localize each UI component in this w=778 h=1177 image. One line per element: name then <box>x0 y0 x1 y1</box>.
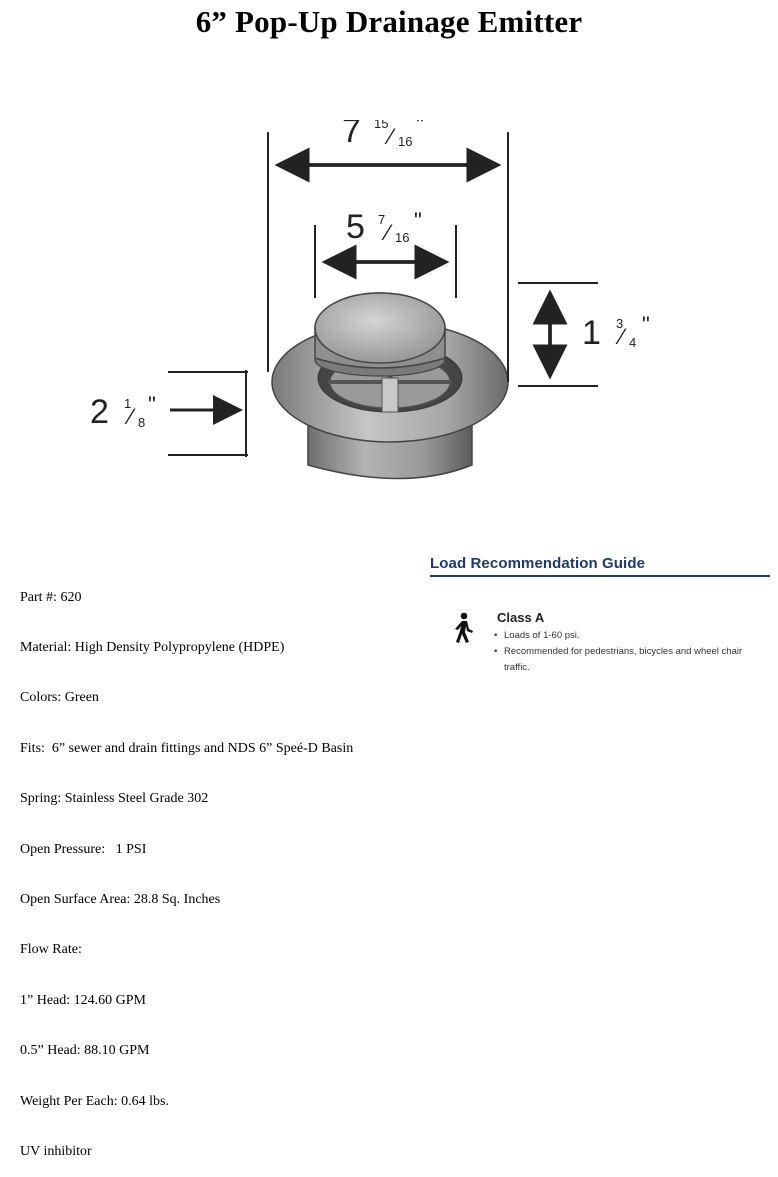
class-list: • Loads of 1-60 psi. • Recommended for p… <box>494 628 764 676</box>
load-guide: Load Recommendation Guide Class A • Load… <box>430 555 778 673</box>
pedestrian-icon <box>455 612 473 643</box>
svg-text:4: 4 <box>629 335 636 350</box>
svg-text:": " <box>148 392 156 417</box>
spec-line: Open Pressure: 1 PSI <box>20 841 147 857</box>
class-title: Class A <box>497 610 545 625</box>
svg-text:7: 7 <box>378 212 385 227</box>
spec-list: Part #: 620 Material: High Density Polyp… <box>20 556 353 1177</box>
top-width-dimension: 5 7 ⁄ 16 " <box>314 208 457 298</box>
svg-text:1: 1 <box>124 396 131 411</box>
spec-line: Open Surface Area: 28.8 Sq. Inches <box>20 891 221 907</box>
svg-text:16: 16 <box>398 134 412 149</box>
spec-line: Weight Per Each: 0.64 lbs. <box>20 1093 169 1109</box>
svg-text:1: 1 <box>582 314 601 352</box>
list-item: • Recommended for pedestrians, bicycles … <box>494 644 764 676</box>
svg-text:3: 3 <box>616 316 623 331</box>
base-height-dimension: 2 1 ⁄ 8 " <box>90 370 248 457</box>
svg-text:16: 16 <box>395 230 409 245</box>
spec-line: Part #: 620 <box>20 589 82 605</box>
list-item: • Loads of 1-60 psi. <box>494 628 764 644</box>
spec-line: Spring: Stainless Steel Grade 302 <box>20 791 209 807</box>
emitter-diagram: 7 15 ⁄ 16 " 5 7 ⁄ 16 " 1 3 ⁄ 4 " 2 1 ⁄ <box>90 120 650 480</box>
spec-line: 1” Head: 124.60 GPM <box>20 992 146 1008</box>
bullet: • <box>494 630 498 641</box>
spec-line: 0.5” Head: 88.10 GPM <box>20 1043 150 1059</box>
svg-text:": " <box>416 120 424 137</box>
list-item-text: Loads of 1-60 psi. <box>504 630 580 641</box>
spec-line: Flow Rate: <box>20 942 82 958</box>
spec-line: Material: High Density Polypropylene (HD… <box>20 639 285 655</box>
bullet: • <box>494 646 498 657</box>
svg-text:": " <box>642 312 650 337</box>
svg-text:5: 5 <box>346 208 365 246</box>
emitter-body <box>271 292 509 480</box>
guide-divider <box>430 575 770 577</box>
svg-text:2: 2 <box>90 393 109 431</box>
svg-text:15: 15 <box>374 120 388 131</box>
page-title: 6” Pop-Up Drainage Emitter <box>195 4 583 39</box>
svg-text:7: 7 <box>342 120 361 150</box>
spec-line: Fits: 6” sewer and drain fittings and ND… <box>20 740 354 756</box>
guide-title: Load Recommendation Guide <box>430 555 646 572</box>
list-item-text: Recommended for pedestrians, bicycles an… <box>504 646 743 673</box>
svg-text:8: 8 <box>138 415 145 430</box>
spec-line: UV inhibitor <box>20 1143 92 1159</box>
spec-line: Colors: Green <box>20 690 99 706</box>
pop-height-dimension: 1 3 ⁄ 4 " <box>518 282 650 387</box>
svg-text:": " <box>414 208 422 233</box>
